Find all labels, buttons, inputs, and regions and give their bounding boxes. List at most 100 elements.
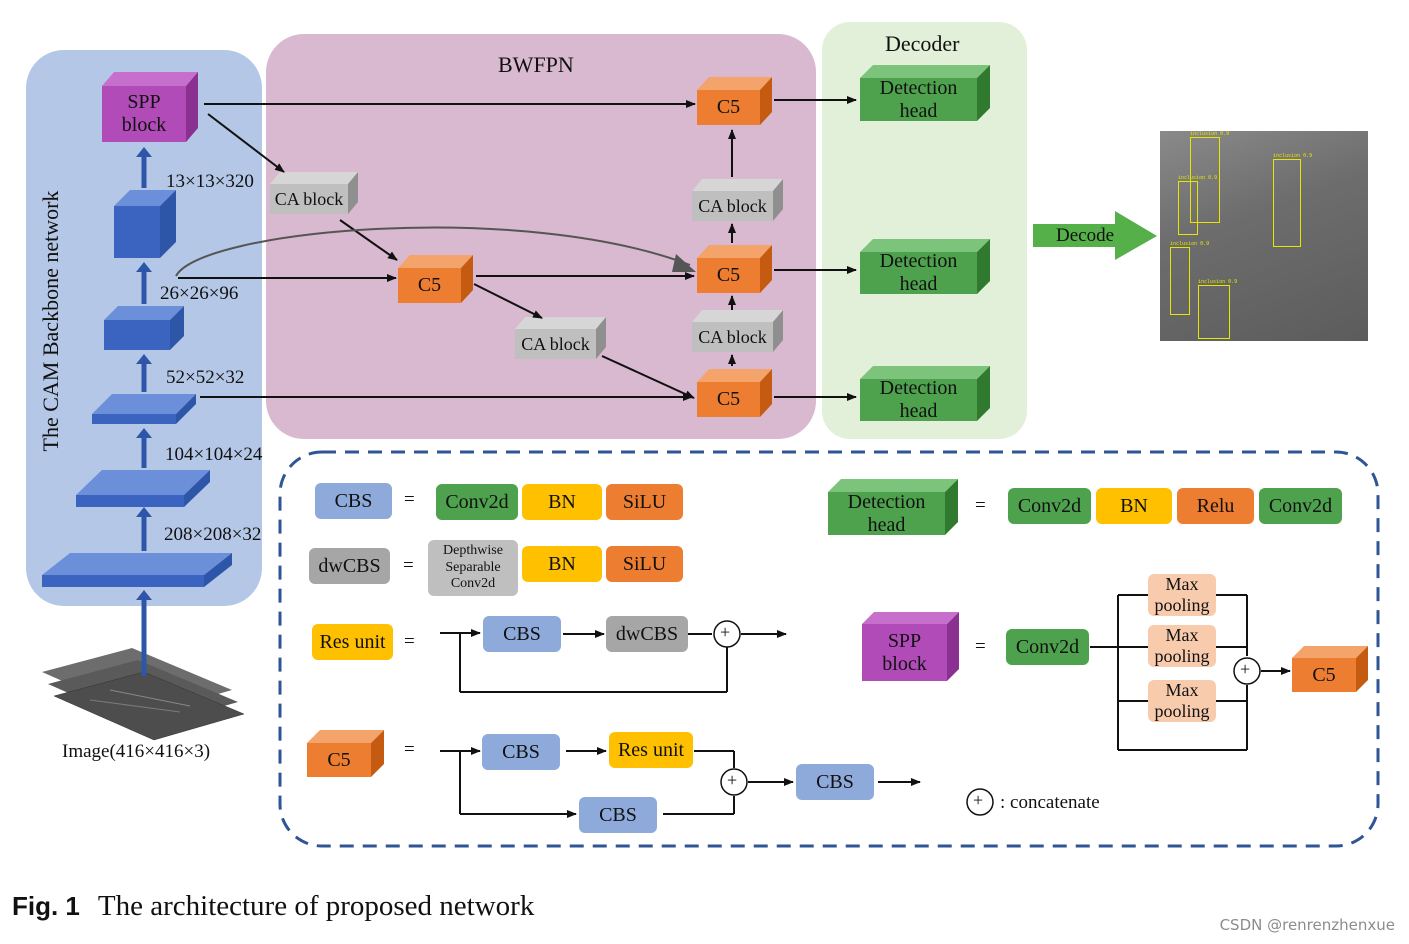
c5-cbs-2: CBS [579,797,657,833]
backbone-block-26 [104,306,184,350]
c5-res-unit: Res unit [609,732,693,768]
res-unit-lines [440,629,787,693]
mp2-line1: Max [1165,625,1199,646]
input-image-label: Image(416×416×3) [62,741,211,762]
det-box-1 [1190,137,1220,223]
c5-shape-bottom [697,369,772,417]
c5-left: C5 [417,274,442,296]
legend-border [278,450,1380,848]
detection-head-1: Detection head [860,77,977,122]
eq-1: = [404,489,415,510]
decode-label: Decode [1056,225,1115,246]
caption-text: The architecture of proposed network [97,890,535,922]
dim-104: 104×104×24 [165,444,263,465]
head1-line2: head [899,99,938,122]
det-label-2: inclusion 0.9 [1178,175,1218,181]
detection-result-image: inclusion 0.9 inclusion 0.9 inclusion 0.… [1160,131,1368,341]
det-box-5 [1198,285,1230,339]
eq-spp: = [975,636,986,657]
spp-conv2d: Conv2d [1006,629,1089,665]
mp3-line1: Max [1165,680,1199,701]
legend-detection-head: Detection head [828,490,945,536]
eq-head: = [975,495,986,516]
legend-head-conv2d-1: Conv2d [1008,488,1091,524]
legend-res-unit: Res unit [312,624,393,660]
dw-line2: Separable [445,559,501,575]
watermark: CSDN @renrenzhenxue [1219,916,1395,934]
backbone-title: The CAM Backbone network [38,190,63,452]
c5-cbs-1: CBS [482,734,560,770]
ca-shape-4 [515,317,606,359]
legend-head-bn: BN [1096,488,1172,524]
max-pooling-2: Max pooling [1148,625,1216,667]
mp2-line2: pooling [1154,646,1210,666]
legend-c5: C5 [327,748,351,771]
eq-4: = [404,739,415,760]
legend-dwcbs: dwCBS [309,548,390,584]
res-plus: + [720,622,731,642]
eq-2: = [403,555,414,576]
legend-c5-shape-right [1292,646,1368,692]
res-concat-circle [713,620,741,648]
detection-head-2: Detection head [860,250,977,295]
head2-line1: Detection [879,250,958,272]
caption-fig: Fig. 1 [12,891,80,921]
dim-208: 208×208×32 [164,524,262,545]
head3-line2: head [899,400,938,422]
dw-line3: Conv2d [450,576,496,592]
legend-spp-shape [862,612,959,681]
c5-lines [440,747,921,818]
spp-line2: block [121,114,167,136]
mp1-line2: pooling [1154,595,1210,615]
concat-plus: + [973,790,984,810]
c5-shape-top [697,77,772,125]
det-label-4: inclusion 0.9 [1170,241,1210,247]
ca-block-4: CA block [521,333,590,354]
det-box-4 [1170,247,1190,315]
bwfpn-title: BWFPN [498,52,574,77]
spp-lines [1090,594,1291,751]
spp-c5: C5 [1312,663,1336,686]
dw-line1: Depthwise [443,542,503,558]
legend-c5-shape-left [307,730,384,777]
figure-caption: Fig. 1 The architecture of proposed netwo… [12,890,534,923]
det-box-2 [1178,181,1198,235]
ca-block-1: CA block [274,188,344,209]
legend-spp-line1: SPP [887,629,922,652]
spp-block-shape [102,72,198,142]
det-label-3: inclusion 0.9 [1273,153,1313,159]
legend-cbs-conv2d: Conv2d [436,484,518,520]
ca-block-3: CA block [698,326,767,347]
legend-dw-silu: SiLU [606,546,683,582]
concat-legend-circle [966,788,994,816]
legend-dw-bn: BN [522,546,602,582]
legend-cbs-bn: BN [522,484,602,520]
concatenate-label: : concatenate [1000,792,1100,813]
c5-cbs-out: CBS [796,764,874,800]
c5-mid: C5 [716,264,741,286]
head-shape-2 [860,239,990,294]
c5-concat-circle [720,768,748,796]
ca-block-2: CA block [698,195,767,216]
legend-det-line1: Detection [847,490,926,513]
dim-52: 52×52×32 [166,367,245,388]
max-pooling-3: Max pooling [1148,680,1216,722]
legend-cbs-silu: SiLU [606,484,683,520]
res-dwcbs: dwCBS [606,616,688,652]
ca-shape-3 [692,310,783,352]
dim-26: 26×26×96 [160,283,239,304]
head2-line2: head [899,273,938,295]
c5-plus: + [727,770,738,790]
det-label-5: inclusion 0.9 [1198,279,1238,285]
detection-head-3: Detection head [860,377,977,422]
decoder-title: Decoder [885,31,960,56]
head3-line1: Detection [879,377,958,399]
input-image-stack [42,648,245,741]
res-cbs: CBS [483,616,561,652]
spp-line1: SPP [127,91,161,113]
ca-shape-1 [270,172,358,214]
c5-shape-mid [697,245,772,293]
legend-head-conv2d-2: Conv2d [1259,488,1342,524]
fpn-arrows [178,96,857,401]
eq-3: = [404,631,415,652]
